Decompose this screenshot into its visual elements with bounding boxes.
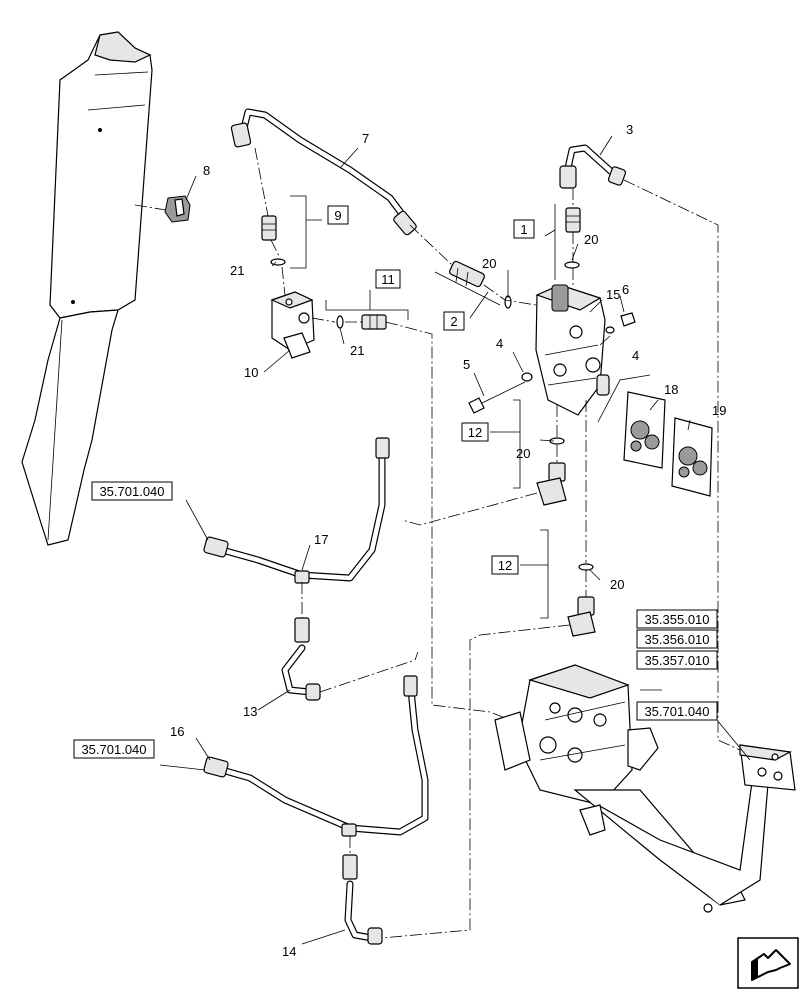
callout-8: 8 xyxy=(203,163,210,178)
tube-part-17 xyxy=(203,437,390,584)
fitting-part-11 xyxy=(336,314,387,330)
callout-18: 18 xyxy=(664,382,678,397)
callout-21-b: 21 xyxy=(350,343,364,358)
svg-text:2: 2 xyxy=(450,314,457,329)
loader-arm xyxy=(21,31,153,546)
svg-text:11: 11 xyxy=(381,272,395,287)
callout-10: 10 xyxy=(244,365,258,380)
callout-5: 5 xyxy=(463,357,470,372)
tube-part-7 xyxy=(230,108,417,236)
boxed-callout-12-upper: 12 xyxy=(461,422,489,442)
main-control-valve xyxy=(494,664,796,913)
callout-4-lower: 4 xyxy=(632,348,639,363)
callout-16: 16 xyxy=(170,724,184,739)
fitting-part-9 xyxy=(261,215,286,266)
callout-4-upper: 4 xyxy=(496,336,503,351)
oring-part-20 xyxy=(549,437,594,571)
seal-kit-part-18 xyxy=(623,391,666,469)
elbow-fitting-part-12-upper xyxy=(536,462,567,506)
orientation-arrow-icon xyxy=(737,937,799,989)
callout-14: 14 xyxy=(282,944,296,959)
svg-text:12: 12 xyxy=(498,558,512,573)
callout-13: 13 xyxy=(243,704,257,719)
ref-label: 35.701.040 xyxy=(644,704,709,719)
leader-lines xyxy=(159,135,751,945)
seal-kit-part-19 xyxy=(671,417,713,497)
boxed-callout-12-lower: 12 xyxy=(491,555,519,575)
svg-text:12: 12 xyxy=(468,425,482,440)
callout-20-c: 20 xyxy=(516,446,530,461)
callout-20-a: 20 xyxy=(584,232,598,247)
fitting-part-2 xyxy=(449,260,512,309)
callout-7: 7 xyxy=(362,131,369,146)
control-valve-part-15 xyxy=(535,284,610,416)
svg-text:1: 1 xyxy=(520,222,527,237)
ref-box-right: 35.701.040 xyxy=(636,701,718,721)
tube-part-14 xyxy=(342,854,383,945)
boxed-callout-2: 2 xyxy=(443,311,465,331)
callout-20-b: 20 xyxy=(482,256,496,271)
callout-20-d: 20 xyxy=(610,577,624,592)
nut-part-6 xyxy=(605,312,636,334)
routing-lines xyxy=(254,147,741,939)
ref-box-valve-stack: 35.355.010 35.356.010 35.357.010 xyxy=(636,609,718,670)
tube-part-13 xyxy=(281,617,321,701)
elbow-fitting-part-12-lower xyxy=(567,596,596,637)
callout-3: 3 xyxy=(626,122,633,137)
tube-part-3 xyxy=(559,144,627,189)
ref-label: 35.356.010 xyxy=(644,632,709,647)
tube-part-16 xyxy=(203,675,429,837)
bolt-part-5 xyxy=(468,372,533,414)
ref-label: 35.701.040 xyxy=(99,484,164,499)
boxed-callout-11: 11 xyxy=(375,269,401,289)
callout-19: 19 xyxy=(712,403,726,418)
ref-label: 35.701.040 xyxy=(81,742,146,757)
ref-label: 35.355.010 xyxy=(644,612,709,627)
ref-label: 35.357.010 xyxy=(644,653,709,668)
boxed-callout-1: 1 xyxy=(513,219,535,239)
block-part-10 xyxy=(270,291,315,359)
callout-6: 6 xyxy=(622,282,629,297)
callout-15: 15 xyxy=(606,287,620,302)
svg-text:9: 9 xyxy=(334,208,341,223)
boxed-callout-9: 9 xyxy=(327,205,349,225)
callout-21-a: 21 xyxy=(230,263,244,278)
fitting-part-1 xyxy=(564,207,581,269)
ref-box-left-bottom: 35.701.040 xyxy=(73,739,155,759)
switch-part-8 xyxy=(134,195,191,223)
callout-17: 17 xyxy=(314,532,328,547)
ref-box-left-top: 35.701.040 xyxy=(91,481,173,501)
